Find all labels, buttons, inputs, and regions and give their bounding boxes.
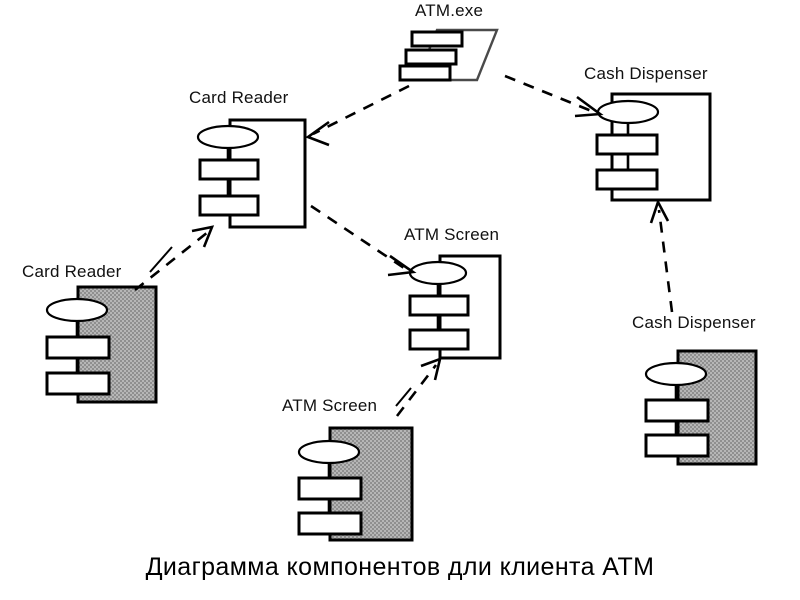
node-atm-screen-spec-label: ATM Screen — [404, 225, 499, 244]
node-card-reader-impl[interactable]: Card Reader — [22, 246, 173, 404]
edge-card-reader-impl-to-spec-arrowhead — [191, 225, 215, 248]
node-cash-dispenser-spec[interactable]: Cash Dispenser — [584, 64, 712, 202]
edge-atm-screen-impl-to-spec[interactable] — [395, 356, 442, 417]
node-cash-dispenser-impl[interactable]: Cash Dispenser — [632, 313, 758, 466]
cash-dispenser-spec-bar-1 — [595, 133, 659, 156]
atm-exe-bar-3 — [398, 64, 452, 82]
atm-screen-spec-bar-2 — [408, 328, 470, 351]
node-card-reader-impl-label: Card Reader — [22, 262, 122, 281]
atm-exe-bar-2 — [404, 48, 458, 66]
atm-exe-bar-1 — [410, 30, 464, 48]
atm-screen-impl-interface-ellipse — [297, 439, 361, 465]
edge-card-reader-impl-to-spec[interactable] — [134, 225, 215, 292]
cash-dispenser-impl-bar-2 — [644, 433, 710, 458]
card-reader-impl-leader — [149, 246, 173, 273]
node-cash-dispenser-impl-label: Cash Dispenser — [632, 313, 756, 332]
edge-card-reader-impl-to-spec-line — [134, 230, 209, 292]
edge-cash-dispenser-impl-to-spec[interactable] — [649, 198, 674, 313]
cash-dispenser-spec-bar-2 — [595, 168, 659, 191]
node-atm-screen-impl[interactable]: ATM Screen — [282, 387, 414, 542]
edge-card-reader-to-atm-screen-arrowhead — [387, 254, 417, 277]
edge-atm-exe-to-card-reader[interactable] — [305, 84, 410, 147]
card-reader-impl-interface-ellipse — [45, 297, 109, 323]
edge-cash-dispenser-impl-to-spec-arrowhead — [649, 198, 670, 224]
node-card-reader-spec-label: Card Reader — [189, 88, 289, 107]
atm-screen-impl-bar-2 — [297, 511, 363, 536]
atm-screen-impl-leader — [395, 387, 412, 407]
atm-screen-impl-bar-1 — [297, 476, 363, 501]
cash-dispenser-impl-bar-1 — [644, 398, 710, 423]
node-cash-dispenser-spec-label: Cash Dispenser — [584, 64, 708, 83]
node-atm-exe[interactable]: ATM.exe — [398, 1, 499, 82]
edge-atm-exe-to-cash-dispenser-arrowhead — [574, 95, 604, 118]
node-card-reader-spec[interactable]: Card Reader — [189, 88, 307, 229]
node-atm-screen-spec[interactable]: ATM Screen — [404, 225, 502, 360]
card-reader-impl-bar-2 — [45, 371, 111, 396]
card-reader-spec-bar-2 — [198, 194, 260, 217]
node-atm-screen-impl-label: ATM Screen — [282, 396, 377, 415]
edge-card-reader-to-atm-screen[interactable] — [310, 204, 417, 277]
atm-screen-spec-bar-1 — [408, 294, 470, 317]
cash-dispenser-spec-interface-ellipse — [596, 99, 660, 125]
diagram-caption: Диаграмма компонентов дли клиента ATM — [146, 553, 655, 581]
card-reader-spec-interface-ellipse — [196, 124, 260, 150]
card-reader-impl-bar-1 — [45, 335, 111, 360]
card-reader-spec-bar-1 — [198, 158, 260, 181]
edge-atm-exe-to-card-reader-arrowhead — [305, 120, 330, 147]
edge-atm-exe-to-card-reader-line — [312, 84, 410, 136]
atm-screen-spec-interface-ellipse — [408, 260, 468, 286]
edge-atm-screen-impl-to-spec-line — [395, 364, 438, 417]
node-atm-exe-label: ATM.exe — [415, 1, 483, 20]
edge-cash-dispenser-impl-to-spec-line — [657, 209, 674, 313]
cash-dispenser-impl-interface-ellipse — [644, 361, 708, 387]
edge-atm-exe-to-cash-dispenser[interactable] — [504, 74, 604, 118]
edge-atm-screen-impl-to-spec-arrowhead — [420, 356, 442, 381]
edge-atm-exe-to-cash-dispenser-line — [504, 74, 595, 114]
